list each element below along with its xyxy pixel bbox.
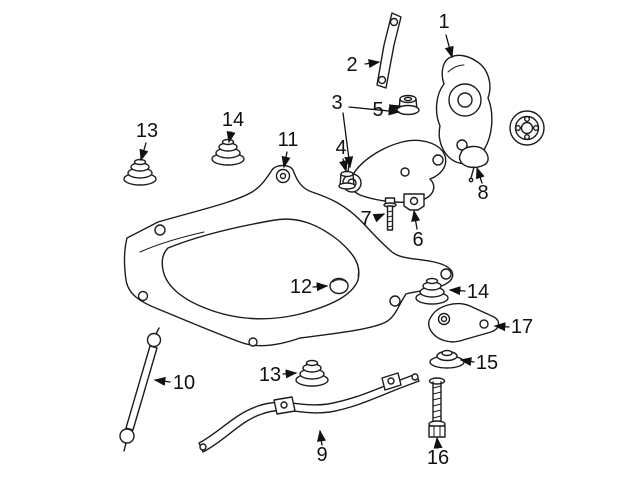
callout-14b-arrow xyxy=(448,286,466,296)
stabilizer-link xyxy=(119,327,162,452)
callout-14a-label[interactable]: 14 xyxy=(221,109,245,131)
callout-arrows xyxy=(139,34,510,449)
callout-13b-arrow xyxy=(282,369,298,379)
bushing-upper xyxy=(396,94,420,116)
callout-6-label[interactable]: 6 xyxy=(412,229,424,251)
insulator-mount-13-left xyxy=(123,158,157,186)
callout-8-arrow xyxy=(475,166,485,184)
strut-bracket xyxy=(376,12,402,89)
insulator-mount-13-lower xyxy=(295,359,329,387)
lower-control-arm xyxy=(342,139,447,203)
callout-5-label[interactable]: 5 xyxy=(372,99,384,121)
callout-15-arrow xyxy=(459,357,475,367)
callout-12-label[interactable]: 12 xyxy=(289,276,313,298)
wheel-hub-bearing xyxy=(509,110,545,146)
ball-joint xyxy=(458,145,489,183)
callout-4-label[interactable]: 4 xyxy=(335,137,347,159)
callout-5-arrow xyxy=(388,104,402,114)
callout-7-label[interactable]: 7 xyxy=(360,208,372,230)
callout-14b-label[interactable]: 14 xyxy=(466,281,490,303)
callout-9-label[interactable]: 9 xyxy=(316,444,328,466)
bolt-small xyxy=(383,197,397,231)
callout-12-arrow xyxy=(312,282,329,292)
callout-15-label[interactable]: 15 xyxy=(475,352,499,374)
callout-3-label[interactable]: 3 xyxy=(331,92,343,114)
callout-16-label[interactable]: 16 xyxy=(426,447,450,469)
callout-13a-arrow xyxy=(139,142,149,162)
callout-17-label[interactable]: 17 xyxy=(510,316,534,338)
callout-17-arrow xyxy=(493,322,510,332)
callout-2-arrow xyxy=(364,58,381,68)
callout-8-label[interactable]: 8 xyxy=(477,182,489,204)
callout-14a-arrow xyxy=(226,130,236,144)
callout-13b-label[interactable]: 13 xyxy=(258,364,282,386)
bracket-clamp xyxy=(403,193,425,211)
callout-11-arrow xyxy=(281,151,291,169)
callout-10-arrow xyxy=(153,376,171,386)
steering-knuckle xyxy=(435,54,493,165)
callout-9-arrow xyxy=(316,429,326,446)
bolt-long xyxy=(428,377,446,438)
access-plug xyxy=(329,277,349,295)
callout-11-label[interactable]: 11 xyxy=(277,129,299,151)
callout-3-arrow xyxy=(342,112,354,169)
callout-2-label[interactable]: 2 xyxy=(346,54,358,76)
callout-1-arrow xyxy=(444,34,454,59)
stabilizer-bar xyxy=(198,372,420,453)
callout-7-arrow xyxy=(372,213,386,223)
support-bracket xyxy=(428,302,500,343)
callout-1-label[interactable]: 1 xyxy=(438,11,450,33)
callout-6-arrow xyxy=(411,209,421,230)
insulator-mount-14-left xyxy=(211,138,245,166)
subframe-crossmember xyxy=(123,164,454,347)
mount-washer xyxy=(429,349,465,369)
callout-16-arrow xyxy=(433,436,443,449)
bushing-vertical xyxy=(338,163,356,190)
callout-13a-label[interactable]: 13 xyxy=(135,120,159,142)
callout-10-label[interactable]: 10 xyxy=(172,372,196,394)
callout-4-arrow xyxy=(339,158,348,173)
